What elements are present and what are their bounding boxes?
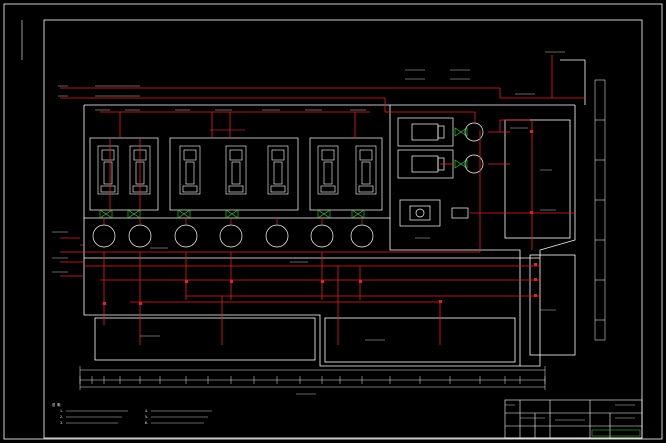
round-tank (128, 218, 152, 248)
pump-unit-group (89, 137, 383, 211)
pump-unit (317, 145, 339, 195)
outer-frame (3, 3, 663, 440)
annotation-strokes (52, 51, 635, 421)
dimension-lines (79, 366, 546, 390)
inner-frame (43, 19, 643, 439)
tall-pump-units (97, 145, 377, 195)
round-tank (92, 218, 116, 248)
notes-block: 说 明 1. 2. 3. 4. 5. 6. (52, 402, 149, 425)
round-tank (174, 218, 198, 248)
note-3: 3. (60, 421, 64, 425)
magenta-lines (80, 129, 245, 246)
title-block (504, 399, 643, 439)
pipe-network (60, 55, 585, 345)
pump-unit (179, 145, 201, 195)
note-text-strokes (66, 410, 212, 424)
round-tanks (92, 218, 374, 248)
side-pump-units (397, 117, 484, 227)
pump-unit (267, 145, 289, 195)
valve-symbols (99, 127, 468, 219)
title-block-stamp (591, 429, 641, 437)
round-tank (350, 218, 374, 248)
notes-heading: 说 明 (52, 402, 60, 407)
building-outline (83, 59, 586, 367)
note-5: 5. (145, 415, 149, 419)
pump-unit (225, 145, 247, 195)
note-2: 2. (60, 415, 64, 419)
round-tank (310, 218, 334, 248)
right-index-strip (594, 79, 606, 341)
dimension-ticks (79, 376, 546, 384)
note-1: 1. (60, 409, 64, 413)
note-4: 4. (145, 409, 149, 413)
junction-marks (103, 130, 537, 305)
pump-unit (97, 145, 119, 195)
round-tank (219, 218, 243, 248)
round-tank (265, 218, 289, 248)
pump-unit (355, 145, 377, 195)
note-6: 6. (145, 421, 149, 425)
